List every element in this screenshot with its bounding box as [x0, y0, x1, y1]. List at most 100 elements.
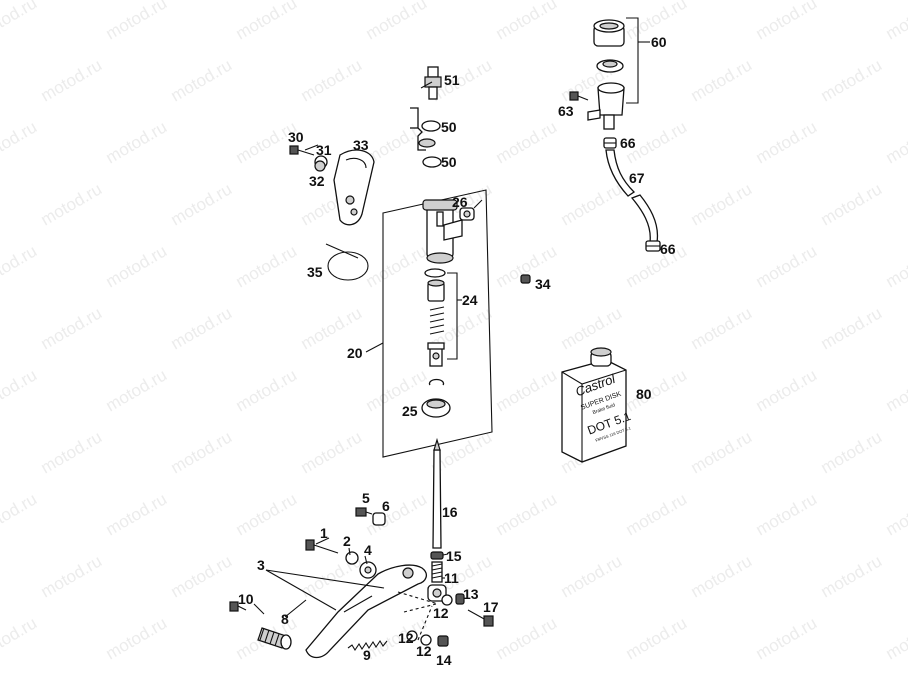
watermark-text: motod.ru — [168, 303, 236, 353]
watermark-text: motod.ru — [363, 241, 431, 291]
watermark-text: motod.ru — [38, 303, 106, 353]
callout-10: 10 — [238, 591, 254, 607]
callout-30: 30 — [288, 129, 304, 145]
watermark-text: motod.ru — [38, 427, 106, 477]
clevis-fork — [427, 584, 447, 602]
push-rod-16 — [432, 437, 442, 549]
brake-pedal-3 — [305, 564, 428, 659]
piston-kit-parts — [421, 268, 451, 418]
callout-31: 31 — [316, 142, 332, 158]
callout-24: 24 — [462, 292, 478, 308]
clamp-66-top — [603, 137, 617, 149]
watermark-text: motod.ru — [103, 489, 171, 539]
watermark-text: motod.ru — [688, 303, 756, 353]
watermark-text: motod.ru — [818, 303, 886, 353]
washer-2 — [345, 551, 359, 565]
bushing-6 — [372, 512, 386, 526]
callout-1: 1 — [320, 525, 328, 541]
reservoir-cap-60 — [593, 19, 625, 47]
watermark-text: motod.ru — [623, 613, 691, 663]
watermark-text: motod.ru — [0, 117, 40, 167]
bleeder-51 — [424, 66, 442, 100]
washer-32 — [314, 160, 326, 172]
watermark-text: motod.ru — [818, 427, 886, 477]
watermark-text: motod.ru — [883, 0, 908, 43]
master-cylinder-body — [422, 199, 463, 264]
screw-63 — [569, 91, 589, 101]
hose-67 — [605, 149, 636, 197]
leader-lines — [253, 81, 449, 618]
guard-33 — [333, 149, 375, 226]
watermark-text: motod.ru — [753, 489, 821, 539]
nut-13 — [455, 593, 465, 605]
watermark-text: motod.ru — [753, 241, 821, 291]
watermark-text: motod.ru — [623, 365, 691, 415]
clevis-11 — [431, 561, 443, 583]
callout-32: 32 — [309, 173, 325, 189]
callout-13: 13 — [463, 586, 479, 602]
callout-16: 16 — [442, 504, 458, 520]
watermark-text: motod.ru — [168, 427, 236, 477]
watermark-text: motod.ru — [168, 551, 236, 601]
callout-33: 33 — [353, 137, 369, 153]
bolt-10 — [229, 601, 247, 612]
callout-14: 14 — [436, 652, 452, 668]
callout-labels: 1 2 3 4 5 6 8 9 10 11 12 12 12 13 14 15 … — [238, 34, 676, 668]
watermark-text: motod.ru — [0, 0, 40, 43]
callout-12c: 12 — [416, 643, 432, 659]
watermark-text: motod.ru — [883, 613, 908, 663]
washer-50-top — [421, 120, 441, 132]
watermark-text: motod.ru — [298, 427, 366, 477]
watermark-text: motod.ru — [753, 117, 821, 167]
callout-3: 3 — [257, 557, 265, 573]
clamp-66-bottom — [645, 240, 661, 252]
watermark-text: motod.ru — [233, 241, 301, 291]
callout-8: 8 — [281, 611, 289, 627]
callout-2: 2 — [343, 533, 351, 549]
watermark-text: motod.ru — [753, 365, 821, 415]
nut-15 — [430, 551, 444, 560]
washer-50-bottom — [422, 156, 442, 168]
callout-9: 9 — [363, 647, 371, 663]
watermark-text: motod.ru — [0, 613, 40, 663]
washer-12-c — [420, 634, 432, 646]
watermark-text: motod.ru — [298, 55, 366, 105]
callout-17: 17 — [483, 599, 499, 615]
watermark-text: motod.ru — [818, 55, 886, 105]
watermark-text: motod.ru — [103, 0, 171, 43]
watermark-text: motod.ru — [883, 117, 908, 167]
pedal-peg-8 — [257, 627, 292, 650]
watermark-text: motod.ru — [363, 365, 431, 415]
watermark-text: motod.ru — [883, 241, 908, 291]
return-spring-9 — [347, 639, 388, 652]
callout-12a: 12 — [433, 605, 449, 621]
watermark-text: motod.ru — [0, 241, 40, 291]
nut-14 — [437, 635, 449, 647]
watermark-text: motod.ru — [623, 489, 691, 539]
bolt-1 — [305, 539, 339, 554]
callout-25: 25 — [402, 403, 418, 419]
screw-5 — [355, 507, 373, 517]
watermark-text: motod.ru — [688, 179, 756, 229]
watermark-text: motod.ru — [38, 55, 106, 105]
brake-fluid-can-80: Castrol SUPER DISK Brake fluid DOT 5.1 F… — [561, 347, 633, 463]
watermark-text: motod.ru — [103, 241, 171, 291]
callout-60: 60 — [651, 34, 667, 50]
callout-50b: 50 — [441, 154, 457, 170]
callout-66b: 66 — [660, 241, 676, 257]
watermark-text: motod.ru — [493, 0, 561, 43]
cable-tie-35 — [325, 243, 369, 281]
watermark-text: motod.ru — [233, 489, 301, 539]
callout-12b: 12 — [398, 630, 414, 646]
callout-15: 15 — [446, 548, 462, 564]
bracket-60 — [626, 17, 639, 104]
watermark-text: motod.ru — [103, 365, 171, 415]
watermark-text: motod.ru — [103, 117, 171, 167]
watermark-text: motod.ru — [753, 0, 821, 43]
watermark-text: motod.ru — [558, 179, 626, 229]
watermark-text: motod.ru — [0, 365, 40, 415]
callout-51: 51 — [444, 72, 460, 88]
watermark-text: motod.ru — [493, 117, 561, 167]
washer-12-a — [441, 594, 453, 606]
